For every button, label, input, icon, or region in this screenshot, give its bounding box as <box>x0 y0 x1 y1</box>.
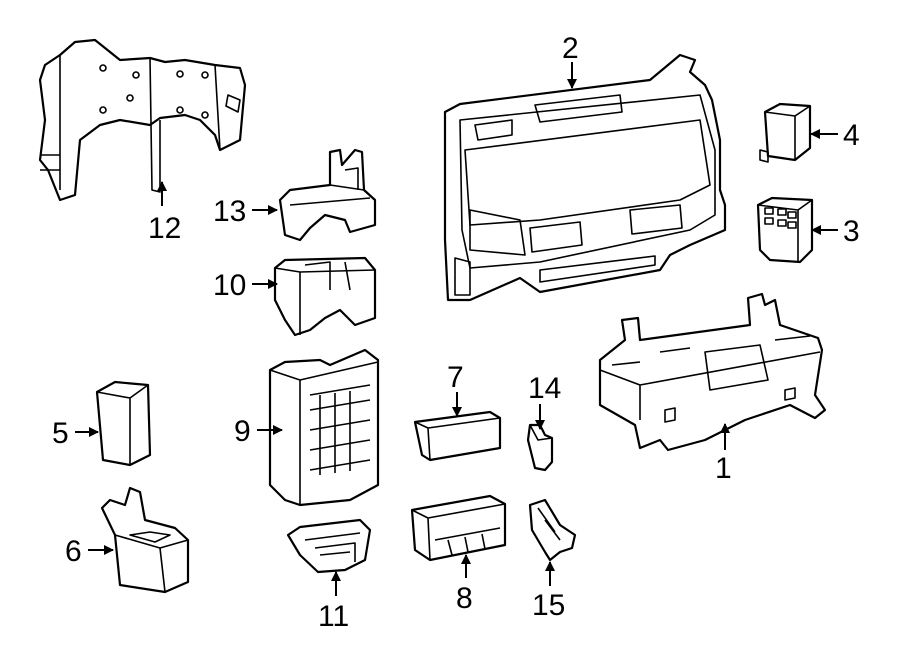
callout-label-2: 2 <box>562 32 579 65</box>
callout-label-1: 1 <box>715 452 732 485</box>
part-9-fuse-block <box>268 348 380 507</box>
callout-label-3: 3 <box>843 215 860 248</box>
callout-label-14: 14 <box>528 372 561 405</box>
part-5-relay <box>95 380 152 467</box>
part-6-holder <box>100 486 190 594</box>
part-3-socket <box>756 196 814 264</box>
part-14-clip <box>526 423 554 472</box>
part-15-clip <box>528 498 577 562</box>
part-13-connector <box>278 148 377 242</box>
callout-label-13: 13 <box>213 195 246 228</box>
callout-label-11: 11 <box>318 600 349 633</box>
callout-label-6: 6 <box>65 535 82 568</box>
part-12-bracket <box>38 38 247 202</box>
callout-label-10: 10 <box>213 269 246 302</box>
callout-label-12: 12 <box>148 212 181 245</box>
callout-label-7: 7 <box>447 361 464 394</box>
callout-label-4: 4 <box>843 119 860 152</box>
part-7-module <box>413 410 502 462</box>
part-11-terminal <box>286 518 372 574</box>
callout-label-5: 5 <box>52 417 69 450</box>
callout-label-8: 8 <box>456 582 473 615</box>
part-4-relay <box>759 102 812 163</box>
callout-label-9: 9 <box>234 415 251 448</box>
part-1-fuse-box <box>598 292 827 452</box>
part-8-module <box>410 494 507 562</box>
part-2-housing <box>443 53 727 302</box>
part-10-connector <box>273 256 377 337</box>
callout-label-15: 15 <box>532 589 565 622</box>
